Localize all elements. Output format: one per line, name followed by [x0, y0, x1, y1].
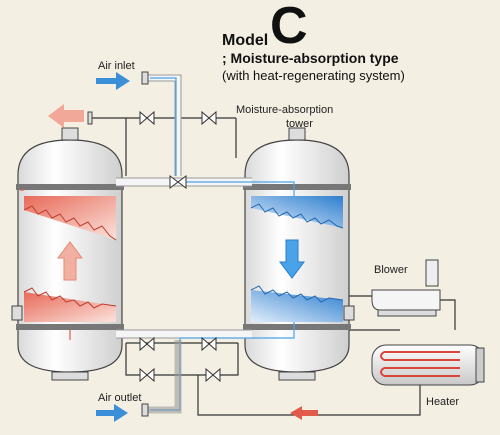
- valves: [139, 110, 221, 383]
- regen-exhaust-arrow: [48, 104, 84, 128]
- air-outlet-label: Air outlet: [98, 392, 142, 404]
- pipe-caps: [87, 71, 149, 417]
- model-word: Model: [222, 32, 269, 49]
- blower-unit: [371, 259, 441, 317]
- air-inlet-label: Air inlet: [98, 60, 135, 72]
- heater-label: Heater: [426, 396, 460, 408]
- model-letter: C: [270, 0, 308, 55]
- tower-label-line-2: tower: [286, 118, 313, 130]
- title-line-2: (with heat-regenerating system): [222, 68, 405, 83]
- tower-label-line-1: Moisture-absorption: [236, 104, 334, 116]
- blower-label: Blower: [374, 264, 408, 276]
- heater-unit: [371, 344, 485, 386]
- air-inlet-arrow: [96, 72, 130, 90]
- heater-return-arrow: [290, 406, 318, 420]
- left-tower: [11, 127, 124, 381]
- title-line-1: ; Moisture-absorption type: [222, 50, 399, 66]
- air-outlet-arrow: [96, 404, 128, 422]
- right-tower: [243, 127, 355, 381]
